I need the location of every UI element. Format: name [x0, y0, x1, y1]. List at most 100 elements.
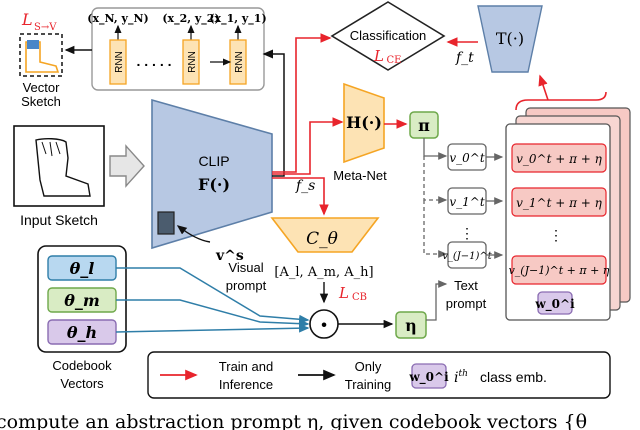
- token-vJ-label: v_(J−1)^t: [442, 251, 493, 262]
- class-row-J: [511, 255, 607, 285]
- vector-sketch: L S→V Vector Sketch: [19, 10, 63, 109]
- loss-ce-subscript: CE: [387, 55, 402, 66]
- codebook-network-label: C_θ: [306, 229, 338, 249]
- text-encoder-shape: [477, 5, 543, 73]
- boot-top-mark: [27, 40, 39, 49]
- classification-diamond: [330, 1, 446, 71]
- classification-label: Classification: [350, 28, 427, 43]
- loss-sv-subscript: S→V: [34, 22, 57, 33]
- legend-only-line2: Training: [345, 377, 391, 392]
- arrow-clip-to-codebook-net: [272, 177, 329, 216]
- clip-shape: [151, 98, 273, 250]
- input-sketch-frame: [13, 125, 105, 207]
- class-emb-token-label: w_0^i: [534, 297, 575, 312]
- arrow-embeddings-to-text-encoder: [538, 74, 549, 101]
- legend: Train and Inference Only Training w_0^i …: [147, 351, 611, 399]
- clip-encoder: CLIP F(·): [151, 98, 273, 250]
- codebook-network-shape: [270, 217, 380, 253]
- meta-net: H(·) Meta-Net: [333, 82, 387, 183]
- eta-label: η: [405, 316, 417, 335]
- loss-ce-symbol: L: [373, 47, 384, 65]
- boot-sketch-icon: [25, 41, 60, 73]
- arrow-visual-prompt: [176, 225, 211, 243]
- product-symbol: •: [321, 317, 327, 334]
- class-row-1: [511, 187, 607, 217]
- rnn-cell-2: [182, 39, 200, 85]
- arrow-pi-to-vJ: [423, 200, 448, 258]
- text-encoder: T(·): [477, 5, 543, 73]
- legend-train-line1: Train and: [219, 359, 273, 374]
- class-row-0: [511, 143, 607, 173]
- arrow-clip-to-metanet: [272, 117, 344, 175]
- visual-prompt-label-line2: prompt: [226, 278, 267, 293]
- theta-h-label: θ_h: [67, 323, 97, 342]
- abstraction-levels: [A_l, A_m, A_h]: [274, 265, 373, 280]
- brace-class-embeddings: [515, 91, 607, 111]
- legend-only-line1: Only: [355, 359, 382, 374]
- vector-sketch-label-line2: Sketch: [21, 94, 61, 109]
- rnn-ellipsis: . . . . .: [136, 53, 171, 69]
- arrow-pi-to-v0: [423, 138, 448, 160]
- context-tokens: v_0^t v_1^t ⋮ v_(J−1)^t Text prompt: [442, 143, 493, 311]
- meta-net-function: H(·): [346, 113, 382, 132]
- rnn-coord-2: (x_2, y_2): [162, 12, 219, 26]
- token-v1-label: v_1^t: [449, 195, 484, 209]
- meta-net-shape: [343, 82, 385, 164]
- eta-node: [395, 311, 427, 339]
- vector-sketch-frame: [19, 33, 63, 77]
- input-to-clip-arrow: [109, 144, 145, 188]
- loss-sv-symbol: L: [21, 10, 33, 29]
- caption-fragment: compute an abstraction prompt η, given c…: [0, 411, 587, 430]
- theta-m-label: θ_m: [64, 291, 100, 310]
- input-sketch-label: Input Sketch: [20, 212, 98, 228]
- codebook-label-line2: Vectors: [60, 376, 104, 391]
- rnn-label-1: RNN: [234, 51, 245, 73]
- rnn-container: [91, 7, 265, 91]
- classification-node: Classification L CE: [330, 1, 446, 71]
- pi-label: π: [418, 116, 430, 135]
- legend-frame: [147, 351, 611, 399]
- arrow-theta-m-to-product: [116, 299, 310, 329]
- arrow-theta-h-to-product: [115, 323, 310, 333]
- arrow-theta-l-to-product: [116, 267, 310, 324]
- text-encoder-label: T(·): [496, 29, 524, 48]
- rnn-cell-n: [109, 39, 127, 85]
- token-dots: ⋮: [460, 226, 474, 242]
- vector-sketch-label-line1: Vector: [23, 80, 61, 95]
- legend-class-token-box: [411, 363, 447, 389]
- clip-function: F(·): [198, 175, 230, 194]
- codebook-network: C_θ: [270, 217, 380, 253]
- input-sketch: Input Sketch: [13, 125, 105, 228]
- loss-cb-subscript: CB: [352, 292, 367, 303]
- meta-net-label: Meta-Net: [333, 168, 387, 183]
- class-emb-token-box: [537, 291, 573, 315]
- text-prompt-label-line2: prompt: [446, 296, 487, 311]
- theta-l-label: θ_l: [70, 259, 95, 278]
- f-t-label: f_t: [455, 50, 474, 66]
- clip-label: CLIP: [198, 153, 229, 169]
- arrow-clip-to-rnn: [262, 49, 285, 177]
- visual-prompt-token: [157, 211, 175, 235]
- loss-cb-symbol: L: [338, 284, 349, 302]
- arrow-eta-to-prompt: [426, 280, 448, 321]
- class-row-dots: ⋮: [549, 228, 563, 244]
- class-row-1-label: v_1^t + π + η: [516, 196, 603, 210]
- legend-class-token-label: w_0^i: [408, 370, 449, 385]
- token-v0-label: v_0^t: [449, 151, 484, 165]
- legend-class-emb-text: class emb.: [480, 369, 547, 385]
- codebook-label-line1: Codebook: [52, 358, 112, 373]
- rnn-decoder: (x_N, y_N) (x_2, y_2) (x_1, y_1) RNN RNN…: [87, 7, 267, 91]
- class-row-0-label: v_0^t + π + η: [516, 152, 603, 166]
- codebook-vectors: θ_l θ_m θ_h Codebook Vectors: [37, 245, 127, 391]
- rnn-coord-1: (x_1, y_1): [209, 12, 266, 26]
- visual-prompt-symbol: v^s: [215, 248, 244, 264]
- visual-prompt-label-line1: Visual: [228, 260, 263, 275]
- class-row-J-label: v_(J−1)^t + π + η: [509, 264, 610, 277]
- arrow-clip-to-classification: [272, 33, 332, 173]
- rnn-label-2: RNN: [187, 51, 198, 73]
- rnn-label-n: RNN: [114, 51, 125, 73]
- text-prompt-label-line1: Text: [454, 278, 478, 293]
- arrow-pi-to-v1: [423, 156, 448, 204]
- f-s-label: f_s: [295, 178, 315, 194]
